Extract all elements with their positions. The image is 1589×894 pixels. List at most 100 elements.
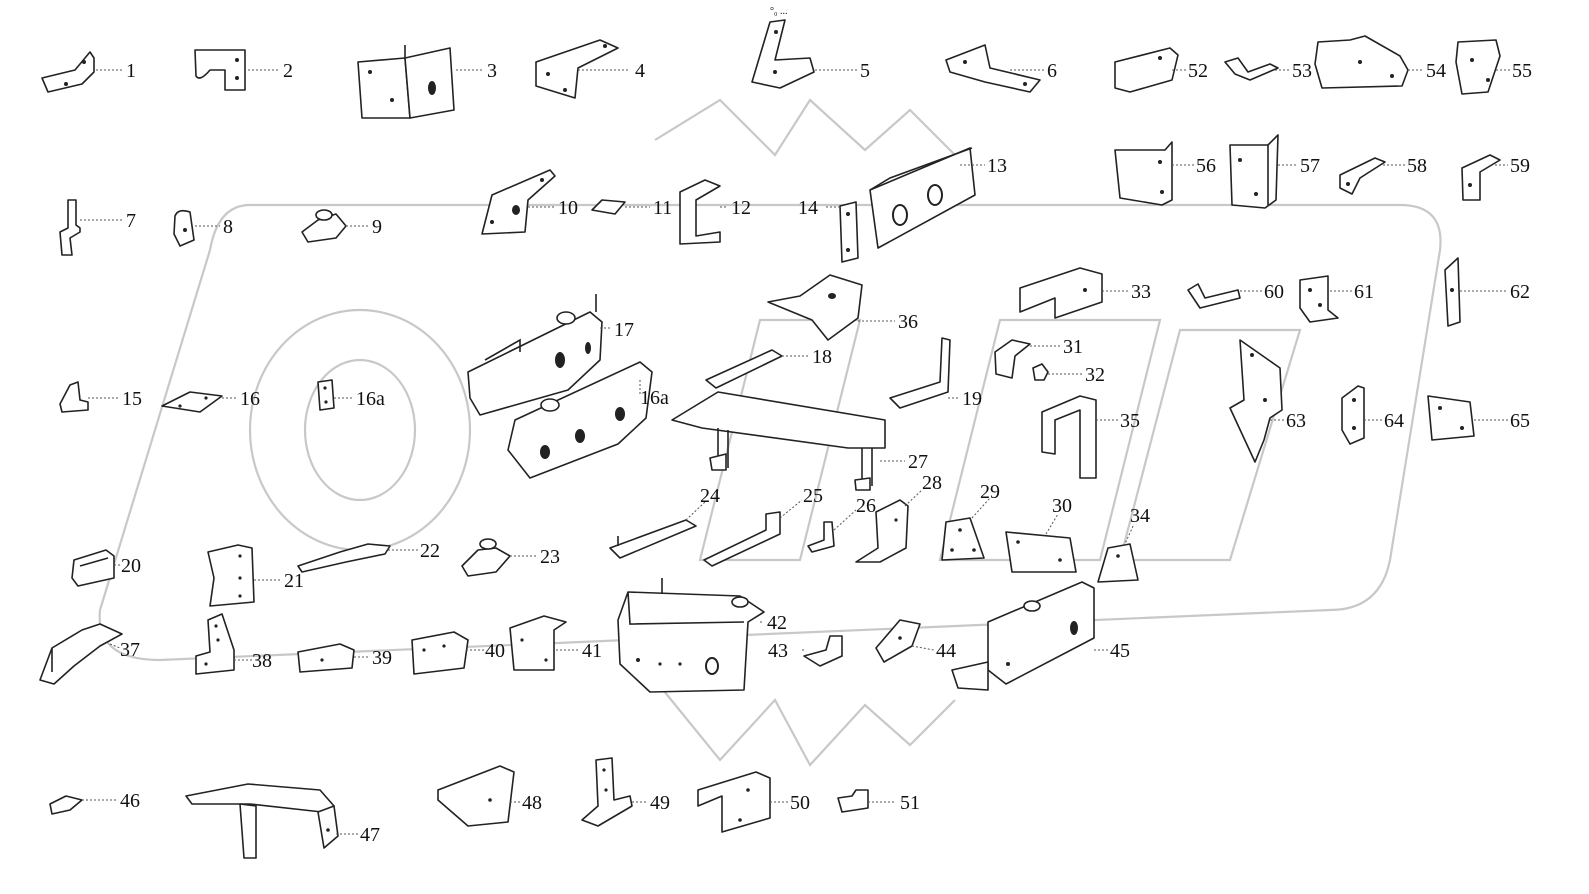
callout-16a: 16a xyxy=(640,387,669,409)
part-19: 18 xyxy=(705,346,832,389)
callout-22: 21 xyxy=(284,570,304,592)
part-42: 41 xyxy=(509,615,602,671)
part-23: 22 xyxy=(297,540,440,573)
callout-38: 37 xyxy=(120,639,140,661)
callout-62: 61 xyxy=(1354,281,1374,303)
callout-36: 35 xyxy=(1120,410,1140,432)
top-mark: °₀ ... xyxy=(770,6,788,17)
callout-20: 19 xyxy=(962,388,982,410)
callout-26: 25 xyxy=(803,485,823,507)
callout-51: 50 xyxy=(790,792,810,814)
callout-31: 30 xyxy=(1052,495,1072,517)
part-15: 15 xyxy=(59,381,142,413)
callout-64: 63 xyxy=(1286,410,1306,432)
part-60: 59 xyxy=(1461,154,1530,201)
part-27: 26 xyxy=(807,495,876,553)
callout-11: 11 xyxy=(653,197,672,219)
part-35: 34 xyxy=(1097,505,1150,583)
part-25: 24 xyxy=(609,485,720,559)
callout-42: 41 xyxy=(582,640,602,662)
callout-53: 52 xyxy=(1188,60,1208,82)
part-52: 51 xyxy=(837,789,920,814)
part-49: 48 xyxy=(437,765,542,827)
part-1: 1 xyxy=(41,51,136,93)
callout-66: 65 xyxy=(1510,410,1530,432)
part-65: 64 xyxy=(1341,385,1404,445)
callout-9: 9 xyxy=(372,216,382,238)
part-66: 65 xyxy=(1427,395,1530,441)
callout-65: 64 xyxy=(1384,410,1404,432)
part-34: 33 xyxy=(1019,267,1151,319)
part-8: 8 xyxy=(173,209,233,247)
part-40: 39 xyxy=(297,643,392,673)
part-38: 37 xyxy=(39,623,140,685)
callout-63: 62 xyxy=(1510,281,1530,303)
part-16: 16 xyxy=(161,388,260,413)
part-31: 30 xyxy=(1005,495,1077,573)
callout-54: 53 xyxy=(1292,60,1312,82)
callout-10: 10 xyxy=(558,197,578,219)
callout-55: 54 xyxy=(1426,60,1446,82)
part-4: 4 xyxy=(535,39,645,99)
callout-47: 46 xyxy=(120,790,140,812)
callout-39: 38 xyxy=(252,650,272,672)
part-21: 20 xyxy=(71,549,141,587)
callout-8: 8 xyxy=(223,216,233,238)
callout-2: 2 xyxy=(283,60,293,82)
callout-45: 44 xyxy=(936,640,956,662)
callout-48: 47 xyxy=(360,824,380,846)
callout-5: 5 xyxy=(860,60,870,82)
callout-18: 17 xyxy=(614,319,634,341)
part-3: 3 xyxy=(357,45,497,119)
part-53: 52 xyxy=(1114,47,1208,93)
part-18: 17 xyxy=(467,294,634,416)
part-30: 29 xyxy=(941,481,1000,561)
part-59: 58 xyxy=(1339,155,1427,195)
part-47: 46 xyxy=(49,790,140,815)
part-50: 49 xyxy=(581,757,670,827)
callout-1: 1 xyxy=(126,60,136,82)
part-57: 56 xyxy=(1114,141,1216,206)
part-14: 14 xyxy=(798,197,859,263)
part-36: 35 xyxy=(1041,395,1140,479)
part-33: 32 xyxy=(1032,363,1105,386)
callout-58: 57 xyxy=(1300,155,1320,177)
part-46: 45 xyxy=(951,581,1130,691)
callout-57: 56 xyxy=(1196,155,1216,177)
part-24: 23 xyxy=(461,538,560,577)
part-45: 44 xyxy=(875,619,956,663)
part-29: 28 xyxy=(855,472,942,563)
callout-15: 15 xyxy=(122,388,142,410)
callout-28: 27 xyxy=(908,451,928,473)
callout-35: 34 xyxy=(1130,505,1150,527)
callout-4: 4 xyxy=(635,60,645,82)
part-32: 31 xyxy=(994,336,1083,379)
callout-46: 45 xyxy=(1110,640,1130,662)
callout-32: 31 xyxy=(1063,336,1083,358)
callout-3: 3 xyxy=(487,60,497,82)
callout-34: 33 xyxy=(1131,281,1151,303)
callout-12: 12 xyxy=(731,197,751,219)
callout-49: 48 xyxy=(522,792,542,814)
callout-19: 18 xyxy=(812,346,832,368)
part-7: 7 xyxy=(59,199,136,256)
part-2: 2 xyxy=(194,49,293,91)
part-43: 42 xyxy=(617,578,787,693)
callout-50: 49 xyxy=(650,792,670,814)
part-28: 27 xyxy=(671,391,928,491)
callout-17: 16a xyxy=(356,388,385,410)
callout-59: 58 xyxy=(1407,155,1427,177)
callout-7: 7 xyxy=(126,210,136,232)
callout-41: 40 xyxy=(485,640,505,662)
callout-52: 51 xyxy=(900,792,920,814)
part-16a: 16a xyxy=(507,361,669,479)
part-26: 25 xyxy=(703,485,823,567)
callout-44: 43 xyxy=(768,640,788,662)
callout-6: 6 xyxy=(1047,60,1057,82)
callout-21: 20 xyxy=(121,555,141,577)
callout-24: 23 xyxy=(540,546,560,568)
callout-16: 16 xyxy=(240,388,260,410)
part-13: 13 xyxy=(869,147,1007,249)
callout-60: 59 xyxy=(1510,155,1530,177)
part-62: 61 xyxy=(1299,275,1374,323)
